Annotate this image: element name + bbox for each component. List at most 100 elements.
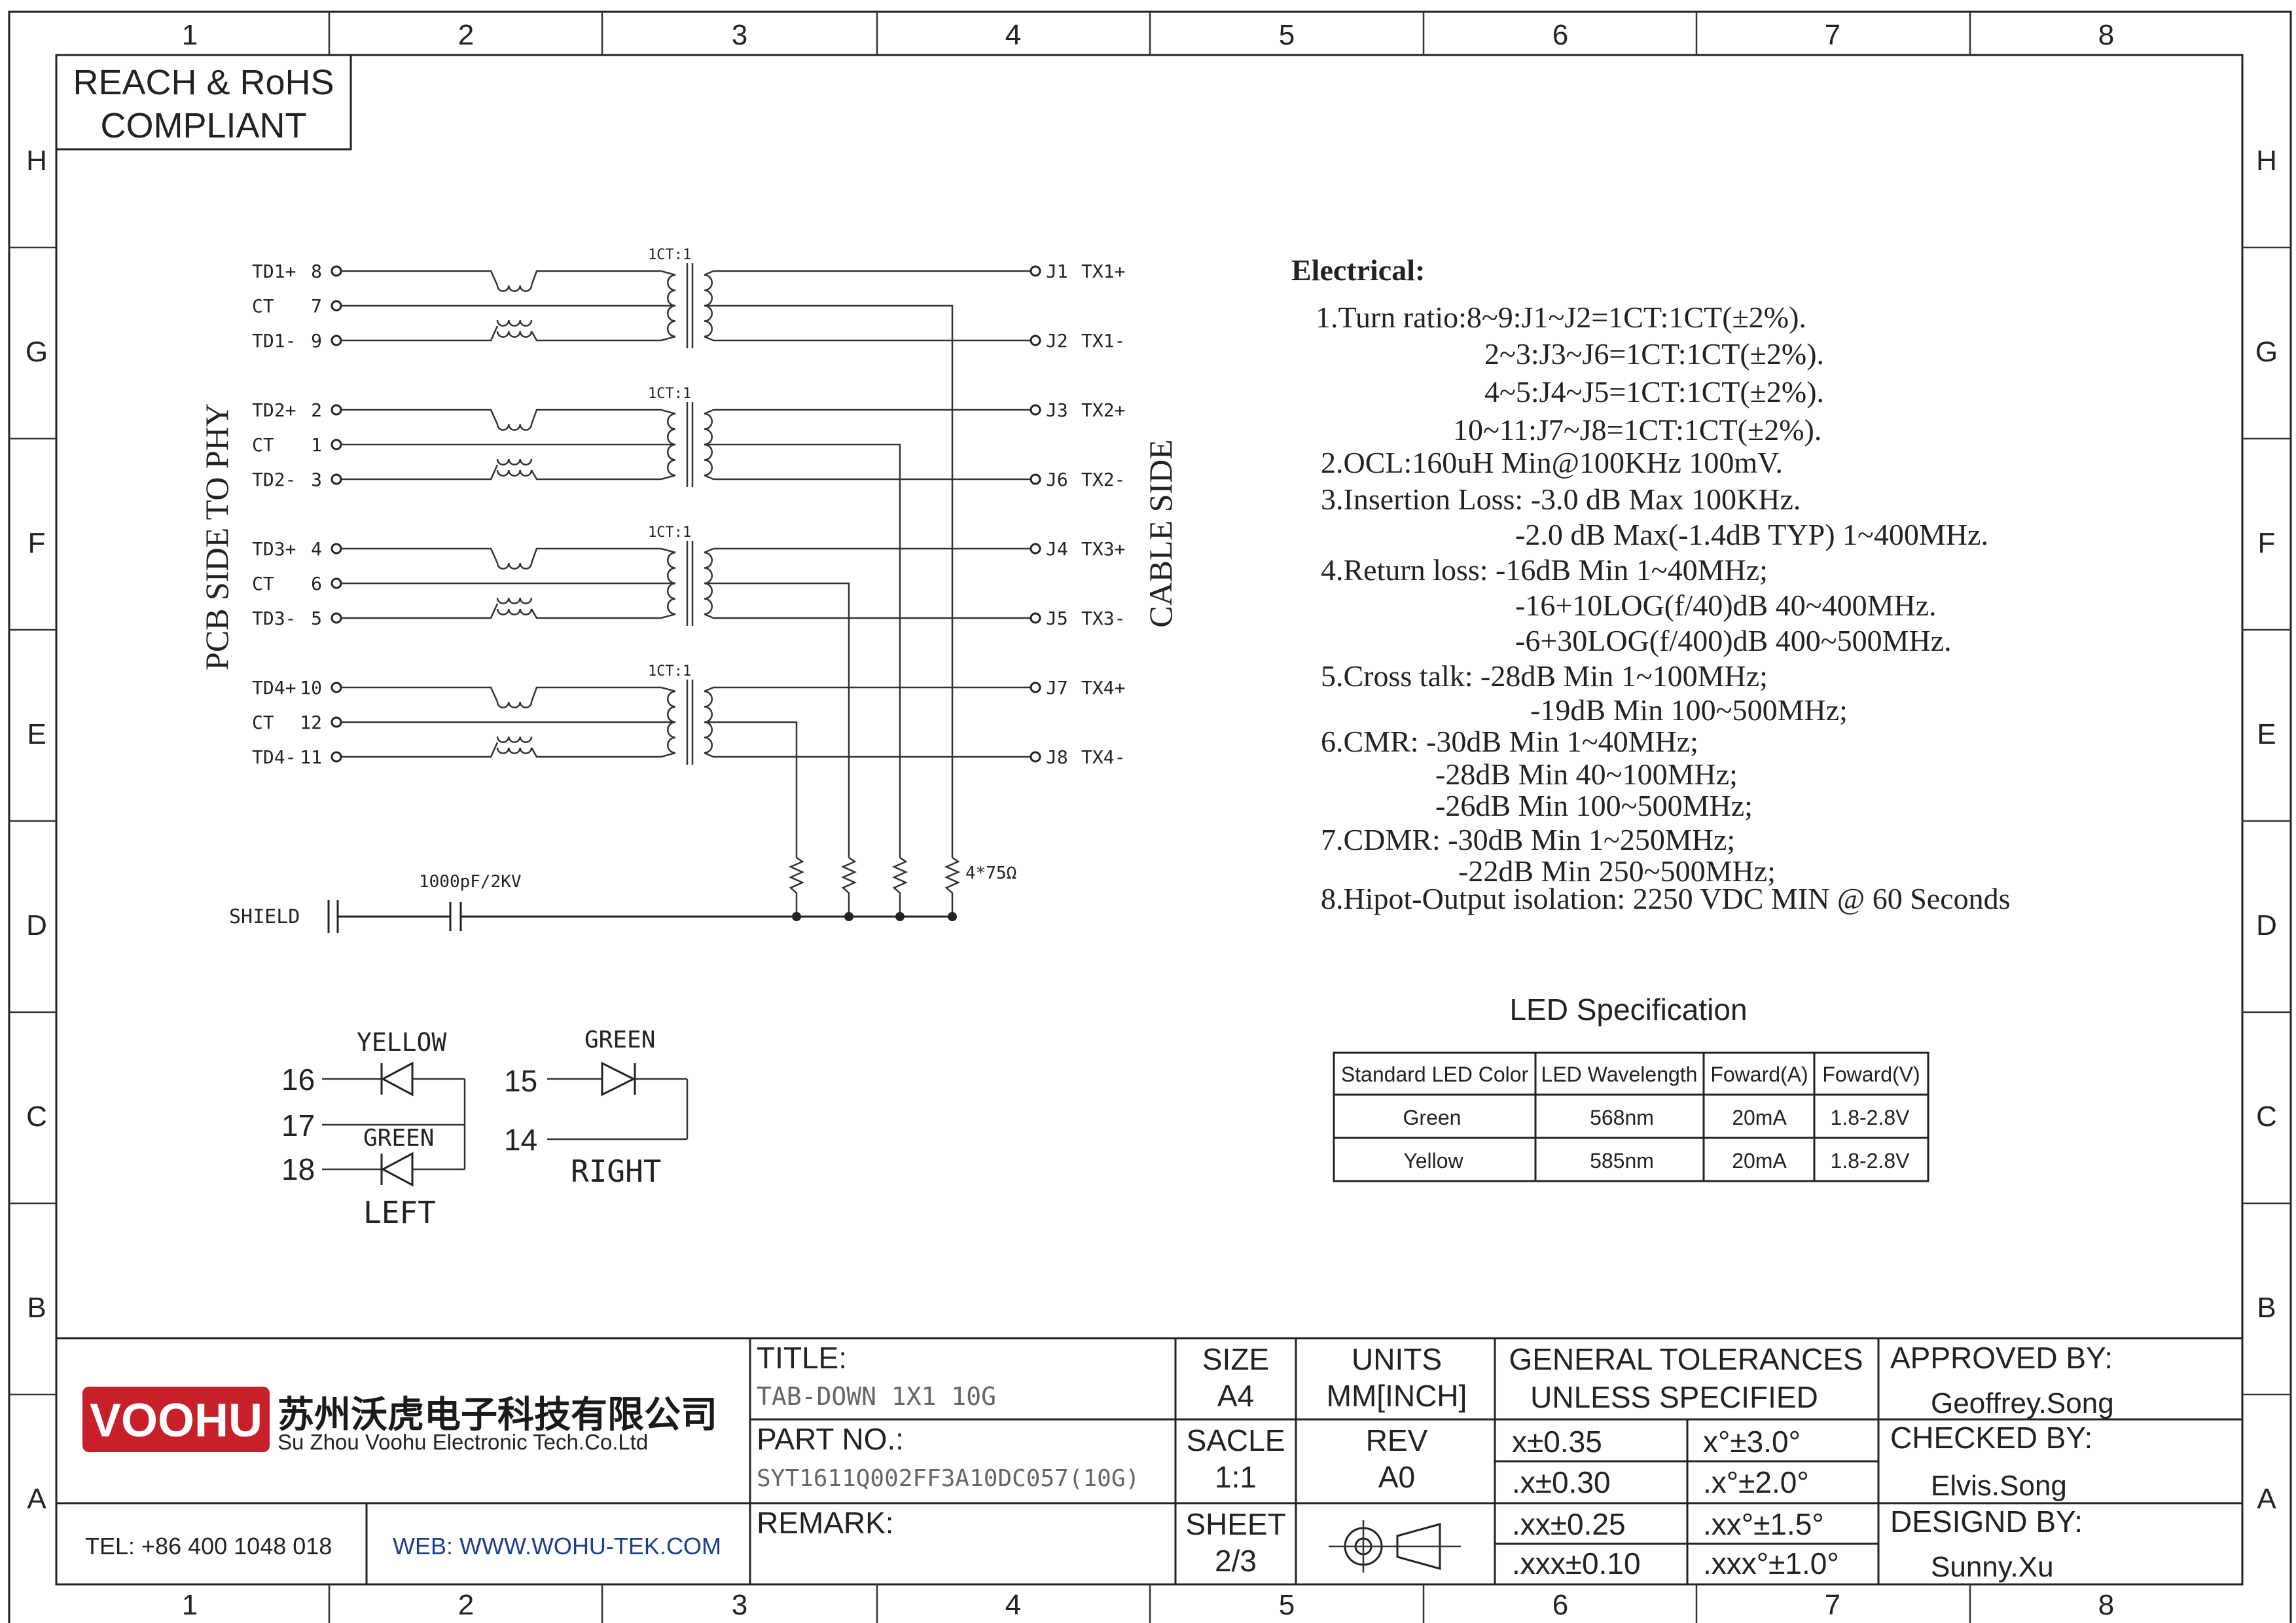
zone-col-label: 6 xyxy=(1552,19,1568,51)
led-right: GREEN 15 14 RIGHT xyxy=(504,1027,689,1189)
resistor-label: 4*75Ω xyxy=(965,864,1016,883)
left-pin-number: 10 xyxy=(300,677,322,699)
tolerance-heading-1: GENERAL TOLERANCES xyxy=(1509,1342,1863,1376)
electrical-title: Electrical: xyxy=(1291,253,1425,287)
led-left-bottom-color: GREEN xyxy=(363,1125,434,1152)
right-pin-label: TX1+ xyxy=(1081,261,1125,282)
tolerance-cell: x°±3.0° xyxy=(1703,1425,1801,1459)
table-cell: 1.8-2.8V xyxy=(1831,1106,1910,1129)
left-pin-label: TD4+ xyxy=(252,677,296,699)
zone-col-label: 3 xyxy=(732,1589,747,1621)
left-pin-label: TD3+ xyxy=(252,538,296,560)
led-left-top-color: YELLOW xyxy=(357,1028,446,1057)
table-header: Standard LED Color xyxy=(1341,1063,1529,1086)
designed-value: Sunny.Xu xyxy=(1931,1551,2054,1583)
drawing-frame xyxy=(8,10,2292,1623)
left-pin-number: 3 xyxy=(311,469,322,490)
left-pin-number: 4 xyxy=(311,538,322,560)
pin-terminal-icon xyxy=(331,716,342,728)
table-cell: 568nm xyxy=(1590,1106,1654,1129)
shield-ground-icon xyxy=(327,900,339,933)
pin-terminal-icon xyxy=(331,300,342,312)
left-pin-number: 9 xyxy=(311,330,322,352)
diode-icon xyxy=(380,1061,414,1097)
tolerance-cell: .xxx±0.10 xyxy=(1512,1546,1641,1580)
pin-terminal-icon xyxy=(331,682,342,693)
part-no-label: PART NO.: xyxy=(757,1422,904,1456)
right-pin-label: TX3- xyxy=(1081,608,1125,629)
units-value: MM[INCH] xyxy=(1327,1379,1467,1413)
resistor-icon xyxy=(891,856,908,917)
company-web: WEB: WWW.WOHU-TEK.COM xyxy=(393,1533,721,1559)
right-pin-label: TX2+ xyxy=(1081,399,1125,421)
left-pin-number: 11 xyxy=(300,746,322,768)
tolerance-cell: .x°±2.0° xyxy=(1703,1465,1809,1499)
pin-terminal-icon xyxy=(331,265,342,277)
zone-row-label: B xyxy=(27,1292,46,1324)
capacitor-icon xyxy=(449,902,462,931)
left-pin-label: TD1+ xyxy=(252,261,296,282)
title-block: VOOHU 苏州沃虎电子科技有限公司 Su Zhou Voohu Electro… xyxy=(56,1337,2242,1584)
spec-line: -22dB Min 250~500MHz; xyxy=(1458,854,1776,888)
sheet-label: SHEET xyxy=(1185,1507,1285,1541)
resistor-icon xyxy=(944,856,961,917)
right-pin-label: TX2- xyxy=(1081,469,1125,490)
compliance-line1: REACH & RoHS xyxy=(73,63,334,102)
table-cell: 20mA xyxy=(1732,1106,1787,1129)
rev-label: REV xyxy=(1366,1423,1428,1457)
led-right-name: RIGHT xyxy=(571,1154,661,1189)
size-value: A4 xyxy=(1217,1379,1254,1413)
zone-row-label: D xyxy=(2256,909,2277,941)
pin-terminal-icon xyxy=(1030,265,1041,277)
pin-terminal-icon xyxy=(1030,682,1041,693)
spec-line: -19dB Min 100~500MHz; xyxy=(1530,693,1848,727)
left-pin-label: CT xyxy=(252,434,274,456)
led-pin-18: 18 xyxy=(281,1152,315,1186)
spec-line: 10~11:J7~J8=1CT:1CT(±2%). xyxy=(1453,413,1821,447)
left-pin-number: 12 xyxy=(300,712,322,733)
zone-row-label: E xyxy=(2257,718,2276,750)
zone-row-label: C xyxy=(2256,1101,2277,1133)
spec-line: 6.CMR: -30dB Min 1~40MHz; xyxy=(1321,725,1698,758)
right-pin-label: TX4- xyxy=(1081,746,1125,768)
pin-terminal-icon xyxy=(331,612,342,624)
pin-terminal-icon xyxy=(331,577,342,589)
left-pin-label: CT xyxy=(252,573,274,594)
table-header: Foward(V) xyxy=(1822,1063,1920,1086)
table-cell: Yellow xyxy=(1403,1149,1463,1173)
company-name-cn: 苏州沃虎电子科技有限公司 xyxy=(278,1394,717,1435)
right-pin-id: J6 xyxy=(1046,469,1068,490)
diode-icon xyxy=(380,1152,414,1187)
left-pin-label: TD2- xyxy=(252,469,296,490)
company-name-en: Su Zhou Voohu Electronic Tech.Co.Ltd xyxy=(278,1430,648,1454)
spec-line: -16+10LOG(f/40)dB 40~400MHz. xyxy=(1515,589,1937,622)
table-cell: 585nm xyxy=(1590,1149,1654,1173)
table-cell: 20mA xyxy=(1732,1149,1787,1173)
spec-line: 4~5:J4~J5=1CT:1CT(±2%). xyxy=(1484,375,1824,409)
zone-row-label: D xyxy=(26,909,47,941)
scale-label: SACLE xyxy=(1187,1423,1285,1457)
zone-col-label: 7 xyxy=(1825,1589,1840,1621)
zone-row-label: F xyxy=(28,527,46,559)
spec-line: 2.OCL:160uH Min@100KHz 100mV. xyxy=(1321,446,1783,479)
right-pin-id: J2 xyxy=(1046,330,1068,352)
zone-row-label: A xyxy=(2257,1483,2276,1515)
right-pin-id: J5 xyxy=(1046,608,1068,629)
zone-row-label: F xyxy=(2258,527,2276,559)
zone-col-label: 3 xyxy=(732,19,747,51)
pin-terminal-icon xyxy=(331,751,342,763)
led-spec-table: LED Specification Standard LED Color LED… xyxy=(1333,993,1929,1182)
left-pin-number: 1 xyxy=(311,434,322,456)
turns-ratio-label: 1CT:1 xyxy=(648,247,691,263)
turns-ratio-label: 1CT:1 xyxy=(648,524,691,541)
spec-line: 2~3:J3~J6=1CT:1CT(±2%). xyxy=(1484,337,1824,371)
pin-terminal-icon xyxy=(1030,543,1041,555)
zone-row-label: G xyxy=(26,336,48,368)
led-pin-15: 15 xyxy=(504,1064,537,1098)
led-pin-16: 16 xyxy=(281,1063,315,1097)
left-pin-label: CT xyxy=(252,295,274,317)
